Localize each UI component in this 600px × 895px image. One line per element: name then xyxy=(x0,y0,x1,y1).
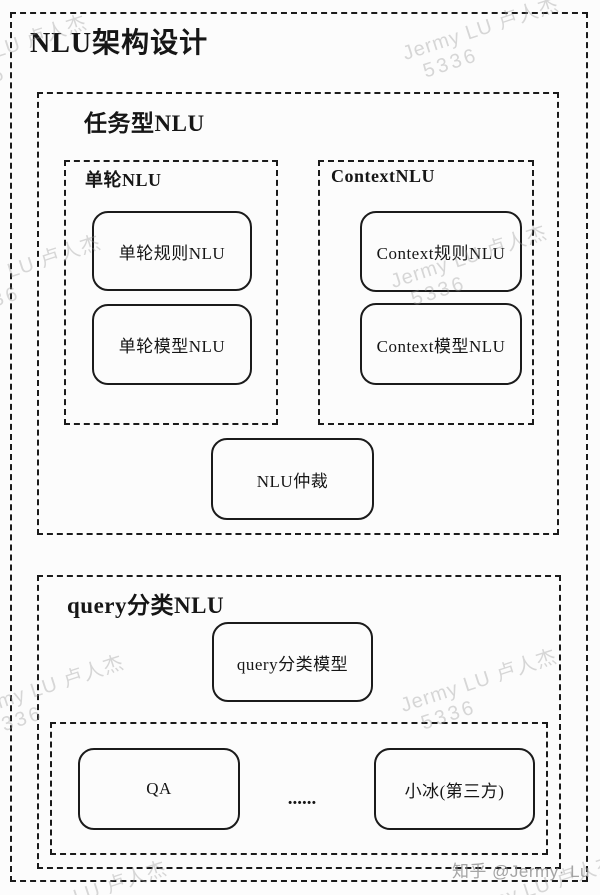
diagram-title: NLU架构设计 xyxy=(30,28,209,59)
single-turn-group: 单轮NLU 单轮规则NLU 单轮模型NLU xyxy=(64,160,278,425)
downstream-group: QA ...... 小冰(第三方) xyxy=(50,722,548,855)
query-model-node: query分类模型 xyxy=(212,622,373,702)
query-nlu-title: query分类NLU xyxy=(67,593,225,618)
outer-frame xyxy=(10,12,588,882)
context-model-label: Context模型NLU xyxy=(376,336,506,356)
context-model-node: Context模型NLU xyxy=(360,303,522,385)
qa-node: QA xyxy=(78,748,240,830)
xiaoice-label: 小冰(第三方) xyxy=(404,781,505,801)
query-model-label: query分类模型 xyxy=(236,654,349,674)
nlu-arbiter-node: NLU仲裁 xyxy=(211,438,374,520)
nlu-arbiter-label: NLU仲裁 xyxy=(256,471,329,491)
task-nlu-group: 任务型NLU 单轮NLU 单轮规则NLU 单轮模型NLU ContextNLU … xyxy=(37,92,559,535)
single-turn-title: 单轮NLU xyxy=(85,170,162,190)
query-nlu-group: query分类NLU query分类模型 QA ...... 小冰(第三方) xyxy=(37,575,561,869)
single-turn-model-label: 单轮模型NLU xyxy=(118,337,226,356)
task-nlu-title: 任务型NLU xyxy=(84,111,205,136)
single-turn-rule-label: 单轮规则NLU xyxy=(118,243,226,263)
qa-label: QA xyxy=(146,779,172,798)
ellipsis-label: ...... xyxy=(287,788,317,809)
context-rule-label: Context规则NLU xyxy=(376,244,506,263)
xiaoice-node: 小冰(第三方) xyxy=(374,748,535,830)
single-turn-model-node: 单轮模型NLU xyxy=(92,304,252,385)
context-rule-node: Context规则NLU xyxy=(360,211,522,292)
single-turn-rule-node: 单轮规则NLU xyxy=(92,211,252,291)
context-nlu-title: ContextNLU xyxy=(331,166,435,186)
context-nlu-group: ContextNLU Context规则NLU Context模型NLU xyxy=(318,160,534,425)
